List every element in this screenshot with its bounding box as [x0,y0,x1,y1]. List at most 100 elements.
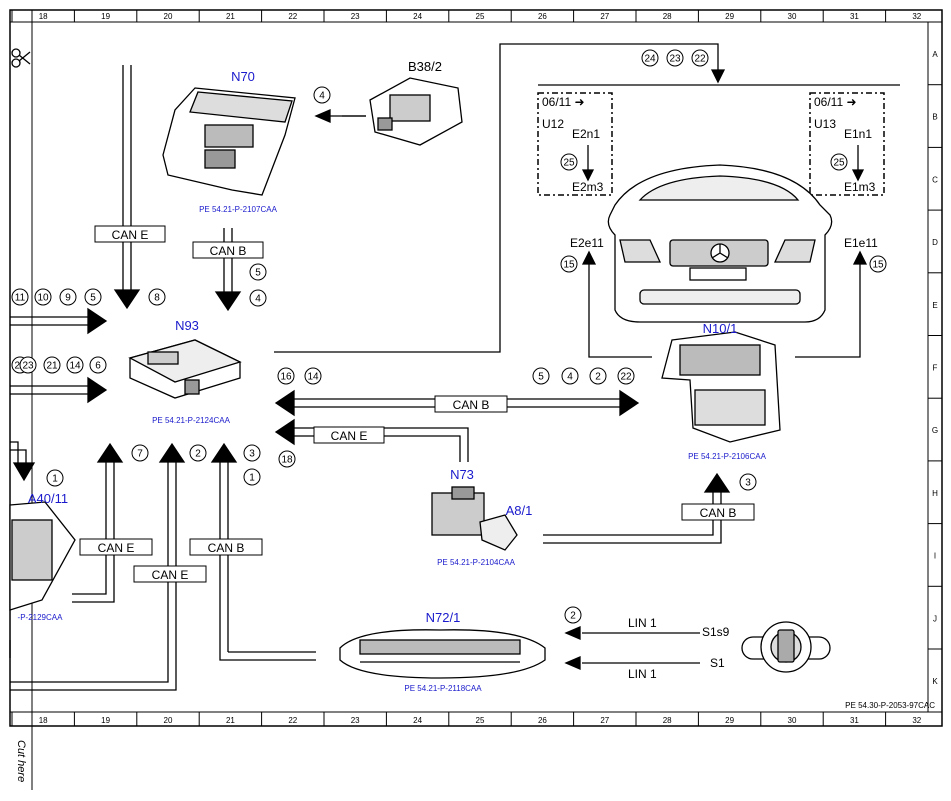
svg-text:22: 22 [694,54,706,65]
ruler-column-25: 25 [476,716,485,725]
car-front-illustration [607,164,833,323]
cut-here-label: Cut here [15,740,27,782]
e2e11-label: E2e11 [570,236,604,250]
n93-ref: PE 54.21-P-2124CAA [152,416,230,425]
marker-21: 21 [43,356,61,374]
svg-text:3: 3 [249,449,255,460]
svg-text:4: 4 [255,294,261,305]
e1e11-label: E1e11 [844,236,878,250]
marker-14: 14 [304,367,322,385]
ruler-column-28: 28 [663,12,672,21]
bus-labels: CAN E CAN B CAN B CAN E CAN B CAN E CAN … [79,225,755,583]
n73-label: N73 [450,467,474,482]
svg-text:2: 2 [570,611,576,622]
svg-text:22: 22 [620,372,632,383]
marker-8: 8 [148,288,166,306]
marker-11: 11 [11,288,29,306]
marker-5: 5 [84,288,102,306]
svg-text:4: 4 [319,91,325,102]
component-labels: N70 PE 54.21-P-2107CAA B38/2 N93 PE 54.2… [18,59,936,710]
marker-23: 23 [666,49,684,67]
svg-text:25: 25 [833,158,845,169]
can-b-label-top: CAN B [210,244,247,258]
ruler-column-20: 20 [164,12,173,21]
n70-component [162,87,296,196]
can-e-label-bottom: CAN E [152,568,189,582]
marker-24: 24 [641,49,659,67]
ruler-column-27: 27 [600,716,609,725]
b38-2-label: B38/2 [408,59,442,74]
ruler-column-31: 31 [850,716,859,725]
s1-label: S1 [710,656,725,670]
ruler-row-B: B [932,113,937,122]
marker-6: 6 [89,356,107,374]
n70-ref: PE 54.21-P-2107CAA [199,205,277,214]
n73-component [431,486,518,551]
ruler-column-29: 29 [725,716,734,725]
marker-5: 5 [249,263,267,281]
can-b-label-bottom: CAN B [208,541,245,555]
signal-labels: 06/11 ➜ U12 E2n1 E2m3 06/11 ➜ U13 E1n1 E… [542,95,878,681]
svg-text:1: 1 [52,474,58,485]
u12-e2m3: E2m3 [572,180,604,194]
svg-text:16: 16 [280,372,292,383]
u13-e1n1: E1n1 [844,127,872,141]
ruler-column-32: 32 [912,12,921,21]
ruler-column-19: 19 [101,716,110,725]
svg-text:23: 23 [669,54,681,65]
marker-5: 5 [532,367,550,385]
svg-text:7: 7 [137,449,143,460]
ruler-column-18: 18 [39,12,48,21]
ruler-row-A: A [932,50,938,59]
u13-e1m3: E1m3 [844,180,876,194]
ruler-column-18: 18 [39,716,48,725]
svg-text:9: 9 [65,293,71,304]
a40-11-ref: -P-2129CAA [18,613,64,622]
ruler-column-32: 32 [912,716,921,725]
can-b-label-a8: CAN B [700,506,737,520]
svg-text:14: 14 [307,372,319,383]
u12-date: 06/11 ➜ [542,95,585,109]
ruler-column-23: 23 [351,716,360,725]
ruler-row-I: I [934,552,936,561]
n72-1-component [339,629,546,679]
marker-25: 25 [830,153,848,171]
u12-label: U12 [542,117,564,131]
ruler-column-30: 30 [788,716,797,725]
can-e-label-top: CAN E [112,228,149,242]
n72-1-ref: PE 54.21-P-2118CAA [404,684,482,693]
a8-1-ref: PE 54.21-P-2104CAA [437,558,515,567]
marker-15: 15 [560,255,578,273]
a40-11-component [9,501,76,611]
svg-text:15: 15 [563,260,575,271]
ruler-column-31: 31 [850,12,859,21]
svg-text:21: 21 [46,361,58,372]
ruler-column-23: 23 [351,12,360,21]
ruler-column-22: 22 [288,12,297,21]
a8-1-label: A8/1 [506,503,533,518]
can-b-label-center: CAN B [453,398,490,412]
marker-10: 10 [34,288,52,306]
connection-markers: 4242322252515151110958542423211461614542… [11,49,887,624]
ruler-column-24: 24 [413,12,422,21]
ruler-column-26: 26 [538,12,547,21]
n72-1-label: N72/1 [426,610,461,625]
svg-text:6: 6 [95,361,101,372]
ruler-column-28: 28 [663,716,672,725]
svg-text:5: 5 [538,372,544,383]
can-e-label-left: CAN E [98,541,135,555]
marker-4: 4 [249,289,267,307]
scissors-icon [11,48,31,68]
svg-text:23: 23 [22,361,34,372]
marker-22: 22 [617,367,635,385]
marker-3: 3 [243,444,261,462]
can-e-label-n73: CAN E [331,429,368,443]
n70-label: N70 [231,69,255,84]
svg-text:2: 2 [195,449,201,460]
ruler-row-J: J [933,614,937,623]
svg-text:25: 25 [563,158,575,169]
page-ref: PE 54.30-P-2053-97CAC [845,701,935,710]
svg-text:18: 18 [281,455,293,466]
